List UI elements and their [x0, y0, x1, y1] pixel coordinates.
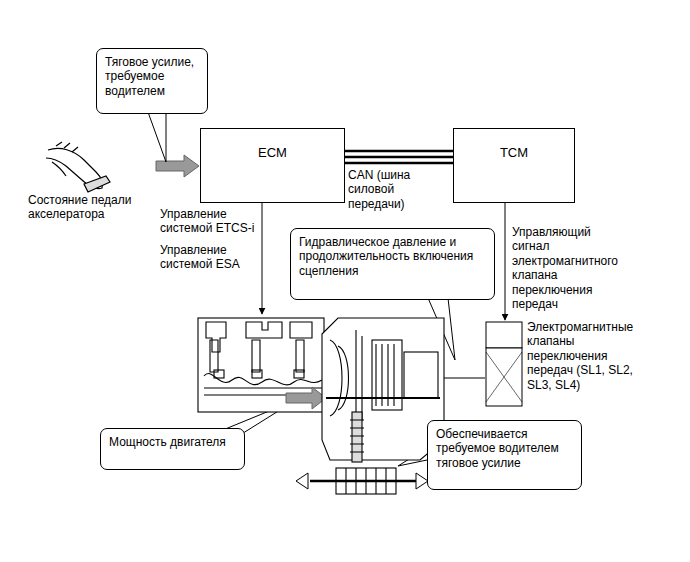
power-arrow	[286, 387, 326, 409]
shift-solenoid	[486, 322, 522, 406]
annotation-label: Состояние педали акселератора	[28, 193, 140, 222]
annotation-label: Управление системой ETCS-i	[160, 207, 258, 236]
node-text: TCM	[460, 145, 568, 160]
edge-label: CAN (шина силовой передачи)	[348, 168, 451, 211]
node-text: Тяговое усилие, требуемое водителем	[105, 55, 199, 98]
control-unit-box: ECM	[200, 128, 345, 203]
output-arrows	[296, 473, 428, 489]
can-bus-connector	[345, 151, 453, 163]
transmission-illustration	[310, 318, 444, 494]
node-text: Гидравлическое давление и продолжительно…	[299, 235, 486, 278]
callout-box: Тяговое усилие, требуемое водителем	[96, 48, 208, 114]
signal-line	[505, 203, 506, 320]
annotation-label: Электромагнитные клапаны переключения пе…	[527, 320, 649, 392]
callout-box: Мощность двигателя	[100, 428, 245, 470]
node-text: Обеспечивается требуемое водителем тягов…	[436, 427, 573, 470]
annotation-label: Управление системой ESA	[160, 243, 258, 272]
accelerator-pedal	[46, 142, 110, 192]
control-unit-box: TCM	[453, 128, 575, 203]
callout-box: Гидравлическое давление и продолжительно…	[290, 228, 495, 300]
callout-box: Обеспечивается требуемое водителем тягов…	[427, 420, 582, 490]
control-line	[262, 203, 263, 314]
demand-arrow	[156, 155, 199, 177]
node-text: Мощность двигателя	[109, 435, 236, 449]
node-text: ECM	[207, 145, 338, 160]
callout-tail	[148, 112, 166, 162]
annotation-label: Управляющий сигнал электромагнитного кла…	[512, 225, 627, 311]
